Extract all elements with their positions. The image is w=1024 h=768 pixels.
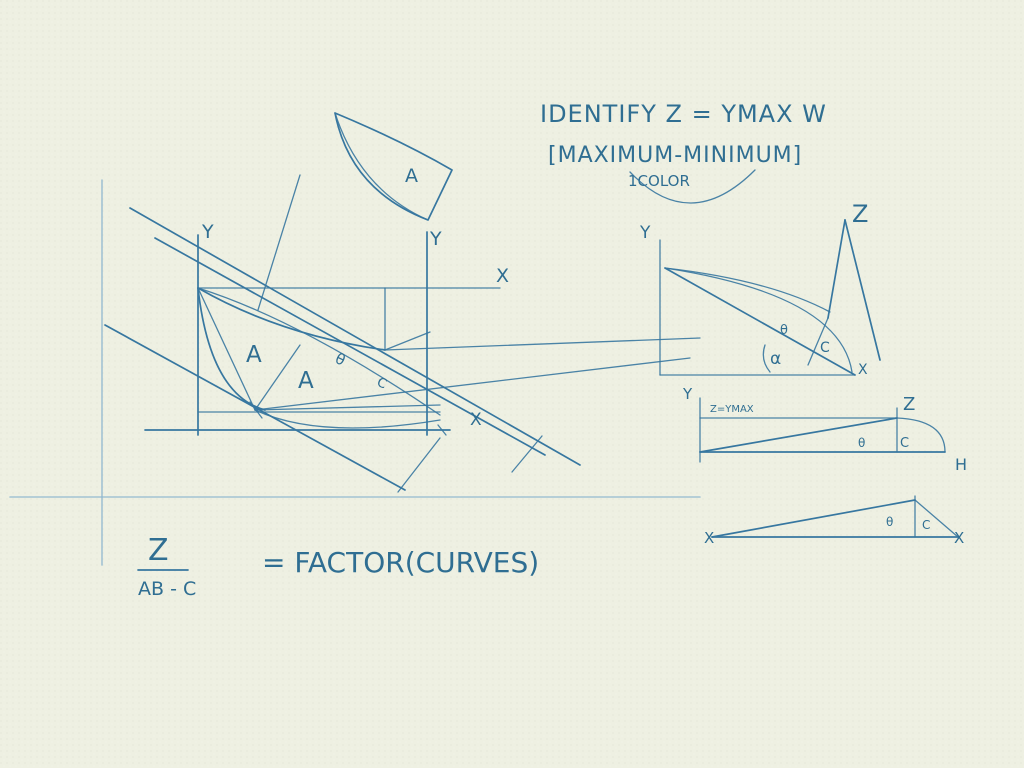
tick-mark-2	[437, 424, 447, 436]
top-y-label: Y	[429, 228, 442, 250]
dimension-line-2	[511, 435, 543, 473]
steep-line	[257, 174, 301, 311]
projection-line-3	[254, 404, 441, 411]
small-hypotenuse	[711, 499, 916, 538]
upper-x-label: X	[496, 265, 509, 287]
diagonal-line-1	[129, 207, 581, 466]
strip-diagram: Y Z=YMAX Z θ C H	[682, 385, 967, 474]
right-c-divider	[807, 317, 829, 366]
headline: IDENTIFY Z = YMAX W [MAXIMUM-MINIMUM] 1C…	[540, 100, 827, 204]
small-c-label: C	[922, 518, 930, 532]
diagonal-line-3	[104, 324, 406, 491]
formula-rhs: = FACTOR(CURVES)	[262, 546, 539, 579]
inner-y-label: Y	[201, 221, 214, 243]
right-triangle-diagram: Y Z θ C α X	[639, 200, 881, 378]
right-z-label: Z	[852, 200, 868, 228]
leaf-inner-curve	[334, 112, 429, 221]
small-right-edge	[914, 499, 959, 538]
formula: Z AB - C = FACTOR(CURVES)	[137, 533, 539, 600]
headline-smile-curve	[629, 169, 756, 204]
strip-z-label: Z	[903, 394, 915, 415]
inner-chord-line	[254, 344, 301, 411]
strip-theta-label: θ	[858, 436, 865, 450]
right-outer-curve	[664, 267, 853, 373]
formula-numerator: Z	[148, 533, 169, 568]
dimension-line-3	[384, 331, 431, 351]
small-x-left-label: X	[704, 529, 714, 547]
right-y-label: Y	[639, 223, 651, 243]
curve-upper	[197, 287, 386, 351]
alpha-arc	[762, 344, 771, 373]
projection-line-2	[254, 357, 691, 411]
strip-h-label: H	[955, 455, 967, 474]
right-hypotenuse	[664, 267, 856, 376]
strip-c-label: C	[900, 436, 909, 451]
lower-x-label: X	[470, 410, 482, 430]
area-a-top-label: A	[405, 165, 418, 187]
small-theta-label: θ	[886, 515, 893, 529]
right-theta-label: θ	[780, 323, 788, 338]
strip-y-label: Y	[682, 385, 693, 403]
right-upper-curve	[664, 267, 831, 313]
small-x-right-label: X	[954, 529, 964, 547]
area-a-right-label: A	[298, 368, 314, 394]
strip-annotation: Z=YMAX	[710, 404, 754, 415]
projection-line-1	[384, 337, 701, 351]
small-triangle-diagram: X X θ C	[704, 495, 964, 547]
main-sketch: Y Y X X A A	[9, 112, 701, 566]
strip-hypotenuse	[699, 417, 898, 453]
area-a-left-label: A	[246, 342, 262, 368]
right-x-label: X	[858, 362, 868, 378]
tick-mark-1	[249, 401, 263, 419]
z-spike-left	[827, 219, 846, 319]
dimension-line-1	[397, 437, 441, 493]
curve-lower	[254, 409, 441, 429]
formula-denominator: AB - C	[138, 578, 196, 600]
headline-line-1: IDENTIFY Z = YMAX W	[540, 100, 827, 128]
strip-arc	[896, 417, 946, 453]
right-alpha-label: α	[770, 349, 781, 369]
headline-line-2: [MAXIMUM-MINIMUM]	[548, 143, 802, 168]
z-spike-right	[844, 219, 881, 361]
chord-line	[197, 287, 256, 411]
right-c-label: C	[820, 340, 830, 356]
diagonal-line-2	[154, 237, 546, 456]
headline-line-3: 1COLOR	[628, 172, 690, 190]
